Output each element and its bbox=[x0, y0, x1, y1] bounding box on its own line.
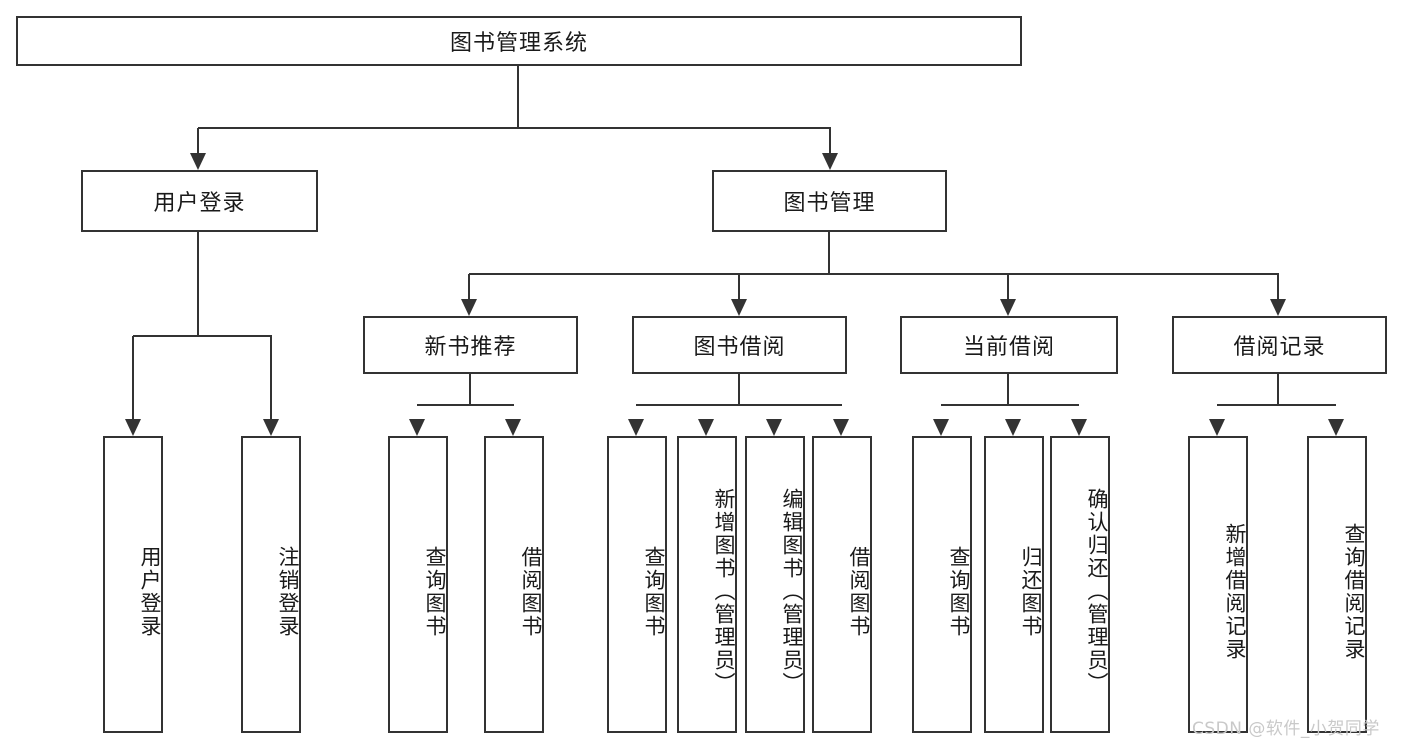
connector-line-vertical bbox=[1276, 274, 1280, 299]
node-leaf-query-book-1[interactable]: 查询图书 bbox=[388, 436, 448, 733]
connector-line-vertical bbox=[737, 274, 741, 299]
arrowhead-icon bbox=[731, 299, 747, 316]
arrowhead-icon bbox=[822, 153, 838, 170]
node-root[interactable]: 图书管理系统 bbox=[16, 16, 1022, 66]
node-current-borrow[interactable]: 当前借阅 bbox=[900, 316, 1118, 374]
node-leaf-user-login-label: 用户登录 bbox=[138, 545, 162, 638]
node-root-label: 图书管理系统 bbox=[449, 31, 588, 56]
node-book-borrow[interactable]: 图书借阅 bbox=[632, 316, 847, 374]
node-leaf-query-book-1-label: 查询图书 bbox=[423, 545, 447, 638]
arrowhead-icon bbox=[409, 419, 425, 436]
connector-line-vertical bbox=[468, 374, 472, 405]
node-user-login-label: 用户登录 bbox=[153, 191, 246, 216]
node-leaf-logout[interactable]: 注销登录 bbox=[241, 436, 301, 733]
connector-line-horizontal bbox=[133, 334, 272, 338]
node-leaf-query-book-3[interactable]: 查询图书 bbox=[912, 436, 972, 733]
arrowhead-icon bbox=[1071, 419, 1087, 436]
node-leaf-borrow-book-2[interactable]: 借阅图书 bbox=[812, 436, 872, 733]
arrowhead-icon bbox=[263, 419, 279, 436]
connector-line-vertical bbox=[1276, 374, 1280, 405]
connector-line-vertical bbox=[827, 232, 831, 274]
node-leaf-borrow-book-1[interactable]: 借阅图书 bbox=[484, 436, 544, 733]
node-leaf-logout-label: 注销登录 bbox=[276, 545, 300, 638]
connector-line-vertical bbox=[269, 336, 273, 419]
node-new-book-recommend[interactable]: 新书推荐 bbox=[363, 316, 578, 374]
node-leaf-add-book-label: 新增图书（管理员） bbox=[712, 488, 736, 695]
node-current-borrow-label: 当前借阅 bbox=[962, 335, 1055, 360]
node-new-book-recommend-label: 新书推荐 bbox=[424, 335, 517, 360]
connector-line-vertical bbox=[1006, 274, 1010, 299]
node-leaf-borrow-book-2-label: 借阅图书 bbox=[847, 545, 871, 638]
node-borrow-record[interactable]: 借阅记录 bbox=[1172, 316, 1387, 374]
connector-line-vertical bbox=[1006, 374, 1010, 405]
connector-line-vertical bbox=[196, 232, 200, 336]
arrowhead-icon bbox=[1270, 299, 1286, 316]
node-leaf-borrow-book-1-label: 借阅图书 bbox=[519, 545, 543, 638]
arrowhead-icon bbox=[1209, 419, 1225, 436]
node-leaf-query-book-2[interactable]: 查询图书 bbox=[607, 436, 667, 733]
node-book-borrow-label: 图书借阅 bbox=[693, 335, 786, 360]
connector-line-vertical bbox=[196, 128, 200, 153]
connector-line-vertical bbox=[828, 128, 832, 153]
node-book-manage-label: 图书管理 bbox=[783, 191, 876, 216]
arrowhead-icon bbox=[1005, 419, 1021, 436]
connector-line-vertical bbox=[516, 66, 520, 128]
node-leaf-return-book[interactable]: 归还图书 bbox=[984, 436, 1044, 733]
arrowhead-icon bbox=[933, 419, 949, 436]
node-leaf-add-book[interactable]: 新增图书（管理员） bbox=[677, 436, 737, 733]
node-leaf-confirm-return[interactable]: 确认归还（管理员） bbox=[1050, 436, 1110, 733]
arrowhead-icon bbox=[698, 419, 714, 436]
connector-line-horizontal bbox=[636, 403, 842, 407]
node-borrow-record-label: 借阅记录 bbox=[1233, 335, 1326, 360]
arrowhead-icon bbox=[1000, 299, 1016, 316]
node-leaf-edit-book[interactable]: 编辑图书（管理员） bbox=[745, 436, 805, 733]
node-leaf-query-record[interactable]: 查询借阅记录 bbox=[1307, 436, 1367, 733]
arrowhead-icon bbox=[125, 419, 141, 436]
connector-line-vertical bbox=[467, 274, 471, 299]
connector-line-horizontal bbox=[469, 272, 1279, 276]
connector-line-vertical bbox=[131, 336, 135, 419]
node-leaf-return-book-label: 归还图书 bbox=[1019, 545, 1043, 638]
arrowhead-icon bbox=[505, 419, 521, 436]
node-leaf-query-book-3-label: 查询图书 bbox=[947, 545, 971, 638]
node-leaf-add-record-label: 新增借阅记录 bbox=[1223, 522, 1247, 661]
node-leaf-edit-book-label: 编辑图书（管理员） bbox=[780, 488, 804, 695]
node-user-login[interactable]: 用户登录 bbox=[81, 170, 318, 232]
connector-line-horizontal bbox=[941, 403, 1079, 407]
node-leaf-query-book-2-label: 查询图书 bbox=[642, 545, 666, 638]
arrowhead-icon bbox=[833, 419, 849, 436]
arrowhead-icon bbox=[461, 299, 477, 316]
connector-line-horizontal bbox=[1217, 403, 1336, 407]
connector-line-horizontal bbox=[417, 403, 514, 407]
node-leaf-user-login[interactable]: 用户登录 bbox=[103, 436, 163, 733]
node-leaf-query-record-label: 查询借阅记录 bbox=[1342, 522, 1366, 661]
connector-line-horizontal bbox=[198, 126, 831, 130]
arrowhead-icon bbox=[1328, 419, 1344, 436]
connector-line-vertical bbox=[737, 374, 741, 405]
node-leaf-confirm-return-label: 确认归还（管理员） bbox=[1085, 488, 1109, 695]
node-book-manage[interactable]: 图书管理 bbox=[712, 170, 947, 232]
node-leaf-add-record[interactable]: 新增借阅记录 bbox=[1188, 436, 1248, 733]
arrowhead-icon bbox=[190, 153, 206, 170]
arrowhead-icon bbox=[628, 419, 644, 436]
arrowhead-icon bbox=[766, 419, 782, 436]
